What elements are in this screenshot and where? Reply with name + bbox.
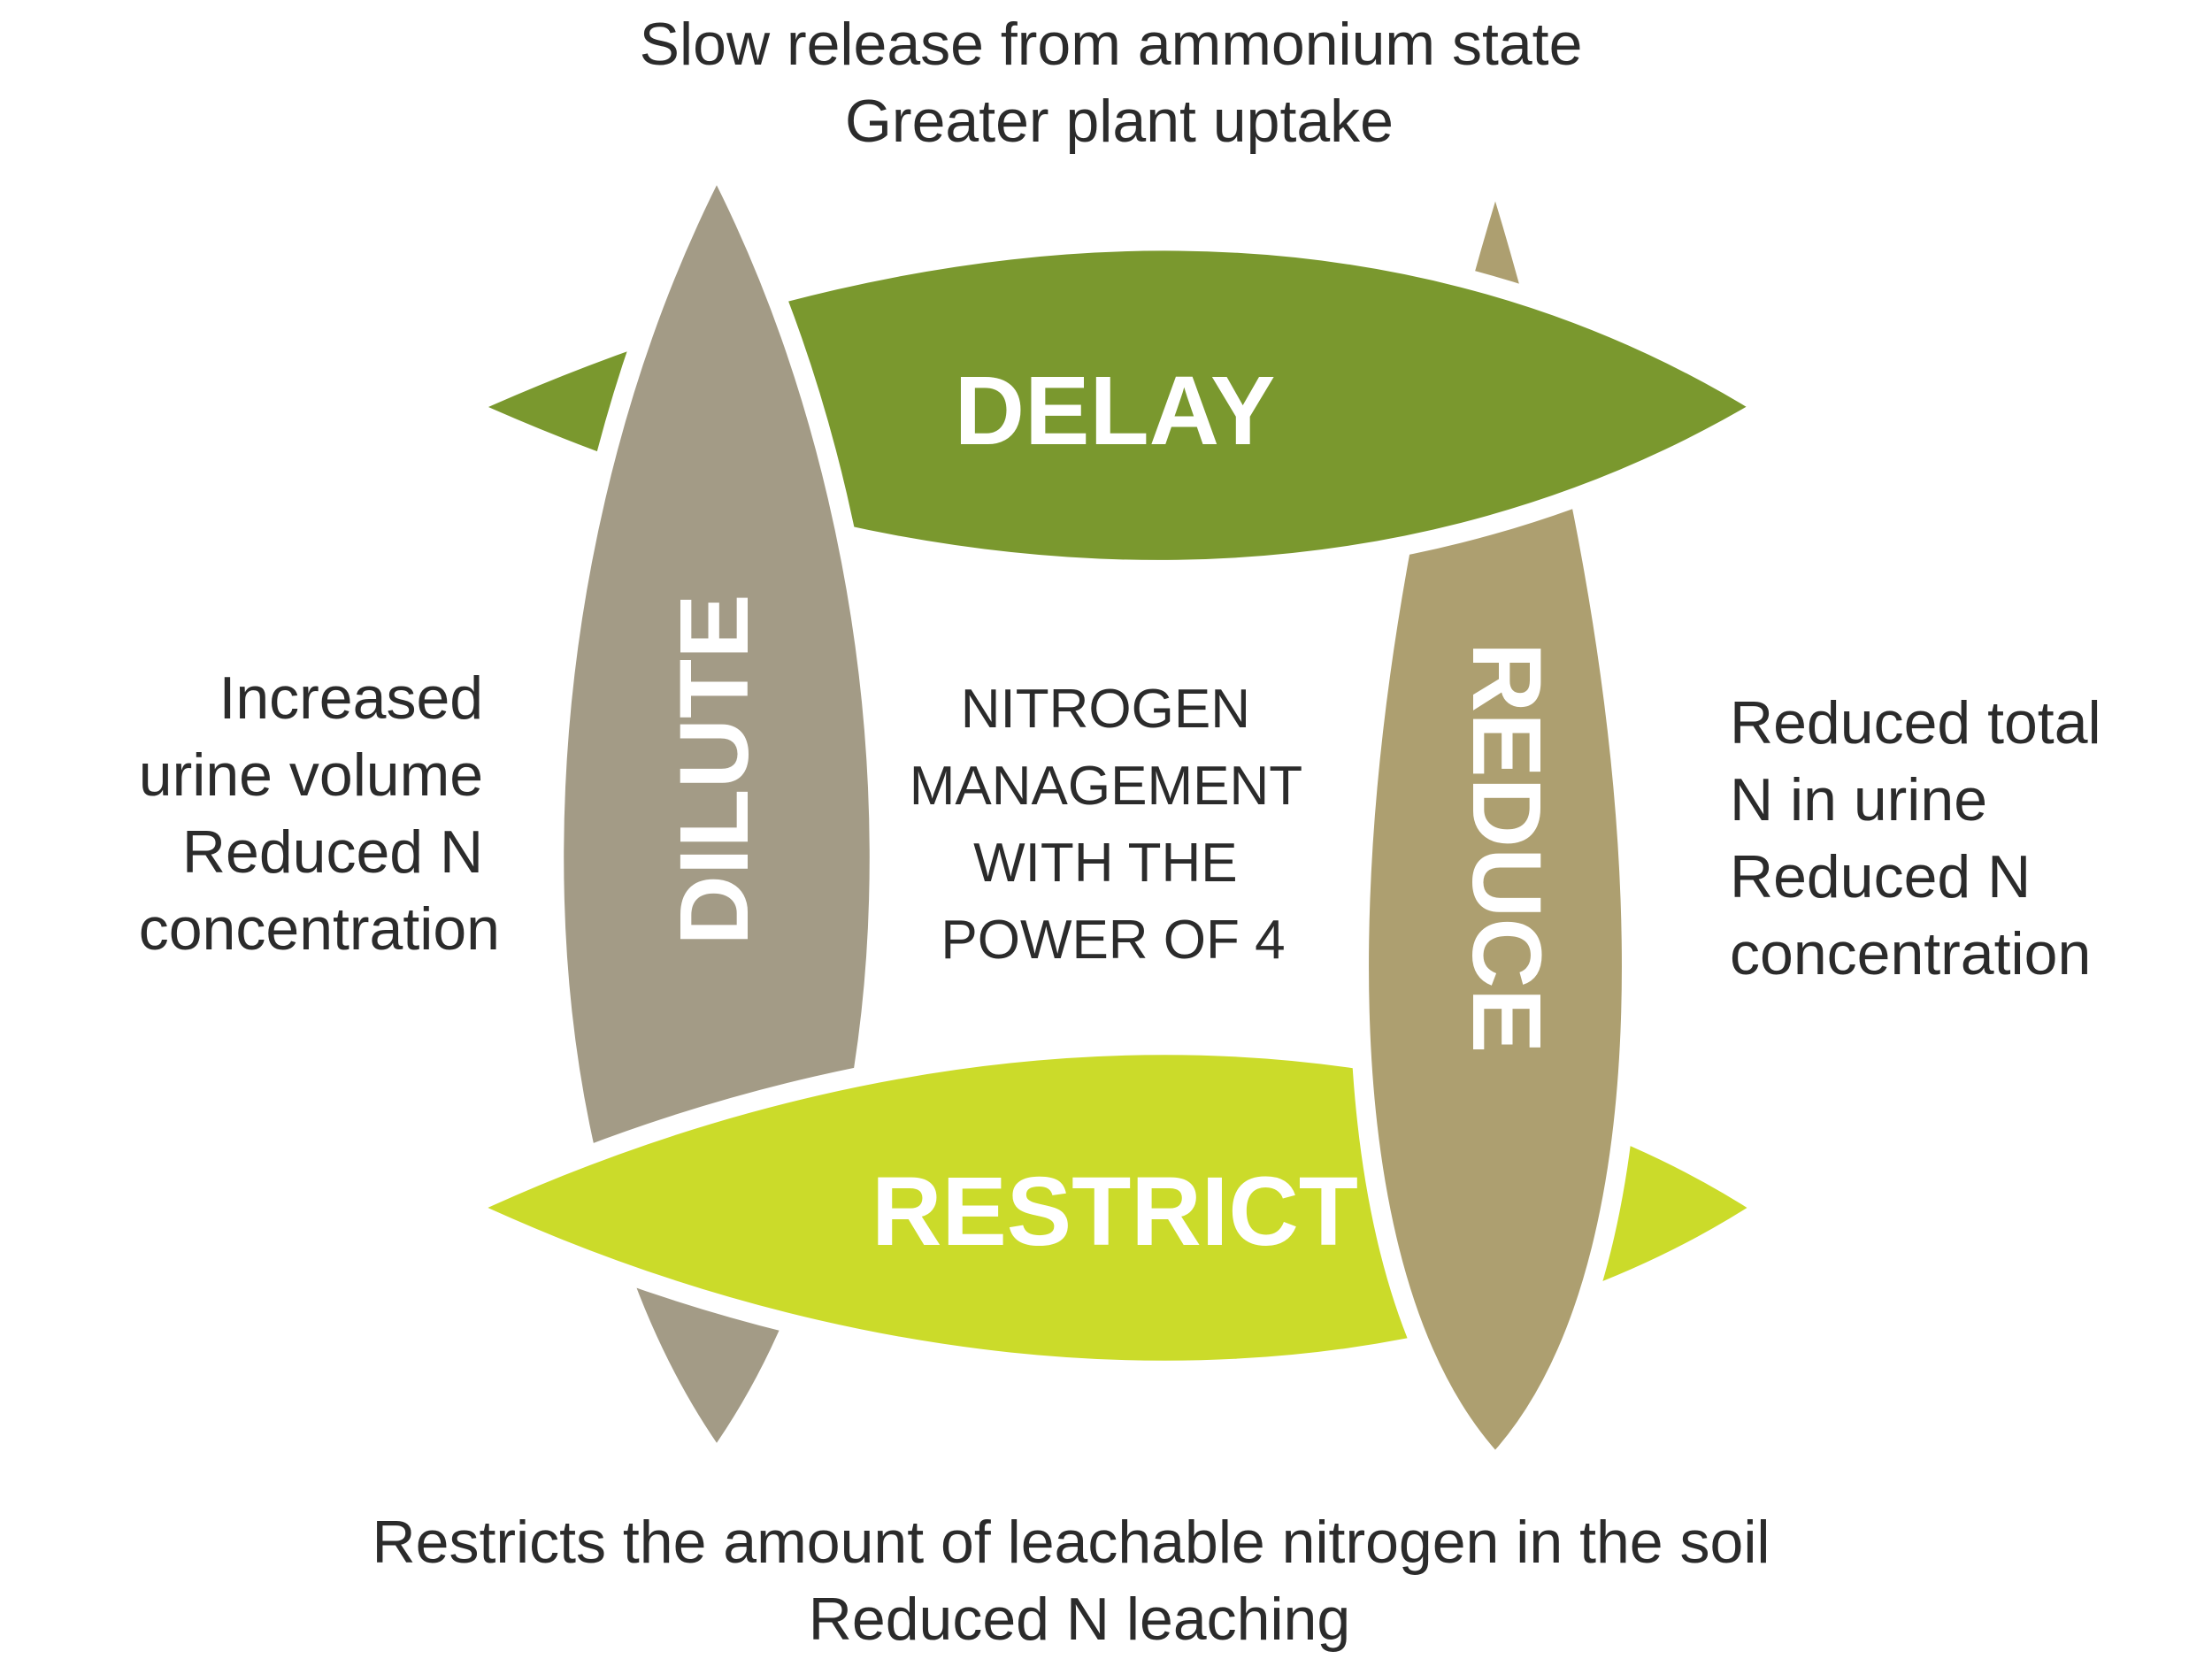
center-line-1: NITROGEN bbox=[961, 679, 1250, 740]
center-line-4: POWER OF 4 bbox=[941, 910, 1285, 971]
bottom-note-line-2: Reduced N leaching bbox=[809, 1586, 1350, 1653]
center-line-3: WITH THE bbox=[973, 833, 1238, 894]
right-note-line-2: N in urine bbox=[1730, 766, 1987, 833]
restrict-label: RESTRICT bbox=[872, 1157, 1358, 1266]
right-note-line-1: Reduced total bbox=[1730, 689, 2101, 757]
dilute-label: DILUTE bbox=[660, 594, 769, 945]
left-note-line-1: Increased bbox=[219, 664, 483, 732]
center-title: NITROGEN MANAGEMENT WITH THE POWER OF 4 bbox=[910, 679, 1317, 971]
left-note-line-4: concentration bbox=[139, 895, 500, 963]
right-note-line-3: Reduced N bbox=[1730, 843, 2031, 910]
center-line-2: MANAGEMENT bbox=[910, 756, 1302, 817]
reduce-petal-overlap bbox=[1350, 1018, 1640, 1474]
right-note-line-4: concentration bbox=[1730, 920, 2091, 987]
bottom-note: Restricts the amount of leachable nitrog… bbox=[373, 1509, 1787, 1653]
left-note: Increased urine volume Reduced N concent… bbox=[139, 664, 500, 963]
top-note: Slow release from ammonium state Greater… bbox=[640, 11, 1600, 155]
left-note-line-2: urine volume bbox=[139, 741, 483, 809]
left-note-line-3: Reduced N bbox=[182, 818, 483, 886]
top-note-line-2: Greater plant uptake bbox=[845, 88, 1394, 155]
delay-label: DELAY bbox=[955, 357, 1276, 465]
bottom-note-line-1: Restricts the amount of leachable nitrog… bbox=[373, 1509, 1770, 1576]
top-note-line-1: Slow release from ammonium state bbox=[640, 11, 1583, 78]
reduce-label: REDUCE bbox=[1452, 642, 1561, 1054]
right-note: Reduced total N in urine Reduced N conce… bbox=[1730, 689, 2118, 987]
